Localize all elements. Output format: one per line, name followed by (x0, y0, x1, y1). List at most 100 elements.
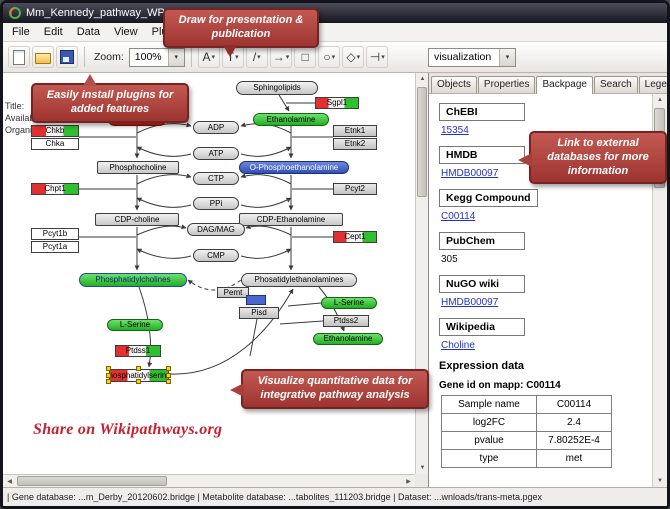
node-ethanolamine[interactable]: Ethanolamine (313, 333, 383, 345)
zoom-combobox[interactable]: 100% ▾ (128, 47, 185, 67)
xref-link-15354[interactable]: 15354 (441, 125, 469, 136)
menu-file[interactable]: File (12, 26, 30, 38)
node-phosatidylethanolamines[interactable]: Phosatidylethanolamines (241, 273, 357, 287)
node-l-serine[interactable]: L-Serine (107, 319, 163, 331)
node-o-phosphoethanolamine[interactable]: O-Phosphoethanolamine (239, 161, 349, 174)
selection-handle[interactable] (106, 366, 111, 371)
scroll-left-icon[interactable]: ◀ (7, 478, 12, 485)
scroll-up-icon[interactable]: ▲ (657, 97, 663, 103)
open-file-button[interactable] (32, 46, 54, 68)
xref-link-hmdb00097[interactable]: HMDB00097 (441, 297, 499, 308)
node-ppi[interactable]: PPi (193, 197, 239, 210)
node-adp[interactable]: ADP (193, 121, 239, 134)
scroll-down-icon[interactable]: ▼ (419, 465, 426, 471)
rect-tool-button[interactable]: □ (294, 46, 317, 68)
arrow-tool-button[interactable]: →▾ (269, 46, 293, 68)
node-pisd[interactable]: Pisd (239, 307, 279, 319)
callout-install-plugins: Easily install plugins for added feature… (31, 74, 189, 123)
dropdown-caret-icon: ▾ (211, 54, 216, 61)
scrollbar-thumb[interactable] (17, 476, 167, 486)
section-header-pubchem: PubChem (439, 232, 525, 250)
node-cept1[interactable]: Cept1 (333, 231, 377, 243)
save-button[interactable] (56, 46, 78, 68)
callout-visualize-data: Visualize quantitative data for integrat… (230, 369, 429, 409)
expression-cell: C00114 (536, 395, 612, 414)
interaction-tool-button[interactable]: ⊣▾ (366, 46, 389, 68)
node-sphingolipids[interactable]: Sphingolipids (236, 81, 318, 95)
scroll-up-icon[interactable]: ▲ (419, 76, 426, 82)
selection-handle[interactable] (136, 379, 141, 384)
app-icon (9, 7, 21, 19)
node-etnk2[interactable]: Etnk2 (333, 138, 377, 150)
status-bar: | Gene database: ...m_Derby_20120602.bri… (3, 487, 667, 506)
callout-text: Visualize quantitative data for integrat… (257, 375, 413, 401)
menu-view[interactable]: View (113, 26, 138, 38)
node-sgpl1[interactable]: Sgpl1 (315, 97, 359, 109)
node-chpt1[interactable]: Chpt1 (31, 183, 79, 195)
chevron-down-icon[interactable]: ▾ (167, 48, 184, 66)
node-pcyt1a[interactable]: Pcyt1a (31, 241, 79, 253)
node-chkb[interactable]: Chkb (31, 125, 79, 137)
dropdown-caret-icon: ▾ (331, 54, 336, 61)
toolbar-draw-group: A▾T▾/▾→▾□○▾◇▾⊣▾ (197, 46, 389, 68)
selection-handle[interactable] (136, 366, 141, 371)
node-unlabeled[interactable] (246, 295, 266, 305)
xref-link-hmdb00097[interactable]: HMDB00097 (441, 168, 499, 179)
node-l-serine[interactable]: L-Serine (321, 297, 377, 309)
node-phosphatidylcholines[interactable]: Phosphatidylcholines (79, 273, 187, 287)
oval-tool-icon: ○ (323, 50, 331, 64)
datanode-tool-button[interactable]: A▾ (197, 46, 220, 68)
selection-handle[interactable] (166, 379, 171, 384)
dropdown-caret-icon: ▾ (235, 54, 239, 61)
save-disk-icon (60, 50, 74, 64)
menu-edit[interactable]: Edit (43, 26, 63, 38)
scroll-down-icon[interactable]: ▼ (657, 478, 663, 484)
xref-link-choline[interactable]: Choline (441, 340, 475, 351)
section-header-wikipedia: Wikipedia (439, 318, 525, 336)
node-atp[interactable]: ATP (193, 147, 239, 160)
node-chka[interactable]: Chka (31, 138, 79, 150)
node-etnk1[interactable]: Etnk1 (333, 125, 377, 137)
node-cmp[interactable]: CMP (193, 249, 239, 262)
tab-objects[interactable]: Objects (431, 76, 477, 93)
node-ctp[interactable]: CTP (193, 172, 239, 185)
tab-backpage[interactable]: Backpage (536, 76, 593, 94)
tab-search[interactable]: Search (593, 76, 638, 93)
node-pcyt1b[interactable]: Pcyt1b (31, 228, 79, 240)
tab-legend[interactable]: Legend (638, 76, 667, 93)
selection-handle[interactable] (106, 379, 111, 384)
visualization-combobox[interactable]: visualization ▾ (428, 47, 516, 67)
scrollbar-thumb[interactable] (417, 87, 427, 197)
node-phosphocholine[interactable]: Phosphocholine (97, 161, 179, 174)
node-cdp-choline[interactable]: CDP-choline (95, 213, 179, 226)
menu-data[interactable]: Data (76, 26, 100, 38)
scroll-right-icon[interactable]: ▶ (406, 478, 411, 485)
new-file-button[interactable] (8, 46, 30, 68)
node-pcyt2[interactable]: Pcyt2 (333, 183, 377, 195)
canvas-horizontal-scrollbar[interactable]: ◀ ▶ (3, 474, 415, 487)
line-tool-button[interactable]: /▾ (245, 46, 268, 68)
node-dag-mag[interactable]: DAG/MAG (187, 223, 245, 236)
selection-handle[interactable] (106, 372, 111, 378)
node-ptdss1[interactable]: Ptdss1 (115, 345, 161, 357)
title-bar[interactable]: Mm_Kennedy_pathway_WP1771_45176.gp (3, 3, 667, 23)
scrollbar-corner (415, 474, 428, 487)
node-cdp-ethanolamine[interactable]: CDP-Ethanolamine (239, 213, 343, 226)
selection-handle[interactable] (166, 366, 171, 371)
shape-tool-button[interactable]: ◇▾ (342, 46, 365, 68)
chevron-down-icon[interactable]: ▾ (499, 48, 515, 66)
tab-properties[interactable]: Properties (477, 76, 536, 93)
canvas-vertical-scrollbar[interactable]: ▲ ▼ (415, 73, 428, 474)
node-pemt[interactable]: Pemt (217, 287, 249, 298)
pathway-edges[interactable] (3, 73, 415, 474)
selection-handle[interactable] (166, 372, 171, 378)
pathway-canvas[interactable]: Share on Wikipathways.org Title:Availabi… (3, 73, 415, 474)
xref-link-c00114[interactable]: C00114 (441, 211, 476, 222)
oval-tool-button[interactable]: ○▾ (318, 46, 341, 68)
node-ethanolamine[interactable]: Ethanolamine (253, 113, 329, 126)
node-ptdss2[interactable]: Ptdss2 (323, 315, 369, 327)
